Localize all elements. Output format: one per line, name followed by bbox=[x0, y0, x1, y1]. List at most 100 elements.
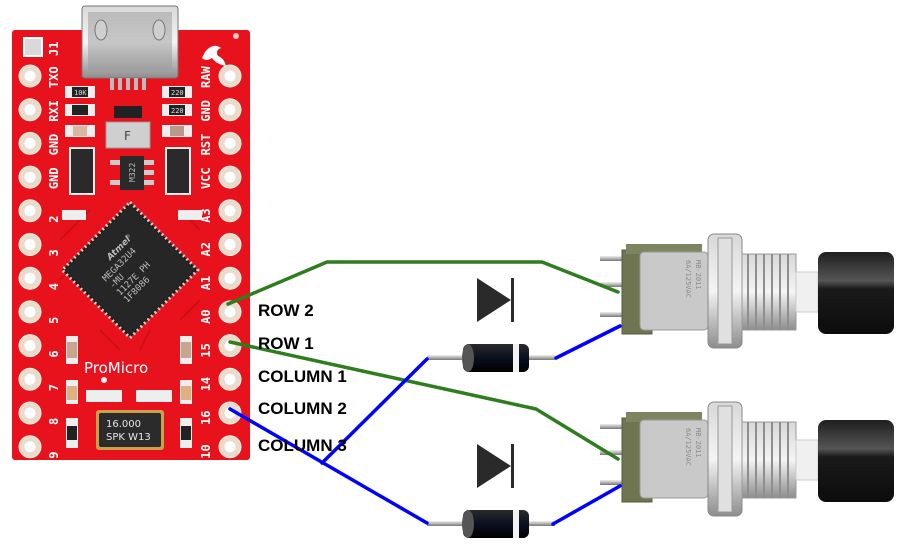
switch-washer bbox=[717, 237, 733, 345]
switch-pin bbox=[600, 256, 626, 261]
pin-label: VCC bbox=[199, 167, 213, 189]
pin-label: 10 bbox=[199, 444, 213, 458]
diode-symbol-icon bbox=[477, 444, 514, 488]
switch-pin bbox=[600, 312, 626, 317]
pin-label: 15 bbox=[199, 343, 213, 357]
inductor-label: F bbox=[124, 129, 131, 143]
switch-model: MB-2011 bbox=[694, 260, 702, 290]
pin-label: RAW bbox=[199, 66, 213, 88]
diode-body bbox=[463, 510, 529, 538]
pin-label: GND bbox=[47, 134, 61, 156]
diode-symbol-icon bbox=[477, 278, 514, 322]
pin-left-3: 3 bbox=[18, 233, 61, 257]
crystal-text-line: 16.000 bbox=[106, 419, 141, 430]
pin-label: 4 bbox=[47, 283, 61, 290]
j1-label: J1 bbox=[47, 42, 61, 56]
pin-left-rxi: RXI bbox=[18, 98, 61, 122]
switch-knob[interactable] bbox=[818, 420, 894, 502]
pin-label: A3 bbox=[199, 208, 213, 222]
resistor-label: 220 bbox=[171, 89, 184, 97]
pin-right-a0: A0 bbox=[199, 300, 242, 324]
diode-end bbox=[462, 510, 474, 538]
pin-right-a3: A3 bbox=[199, 199, 242, 223]
wire-diode-bottom-to-switch bbox=[551, 484, 622, 526]
pin-left-2: 2 bbox=[18, 199, 61, 223]
fiducial-icon bbox=[233, 33, 239, 39]
pin-label: 5 bbox=[47, 317, 61, 324]
j1-pad bbox=[23, 37, 43, 57]
crystal-text-line: SPK W13 bbox=[106, 432, 151, 443]
smd-components: 10K 220 220 F M322 bbox=[62, 86, 202, 448]
switch-housing-top bbox=[626, 244, 702, 254]
pin-label: A1 bbox=[199, 276, 213, 290]
pin-label: RXI bbox=[47, 100, 61, 122]
pin-label: 14 bbox=[199, 377, 213, 391]
diode-body bbox=[463, 344, 529, 372]
switch-pin bbox=[600, 480, 626, 485]
pin-label: 7 bbox=[47, 384, 61, 391]
wire-column-to-diode-bottom bbox=[228, 407, 429, 525]
pin-left-gnd: GND bbox=[18, 131, 61, 156]
pin-label: GND bbox=[47, 167, 61, 189]
pin-left-6: 6 bbox=[18, 334, 61, 358]
pin-left-9: 9 bbox=[18, 435, 61, 459]
wires bbox=[226, 260, 622, 526]
pin-label: 6 bbox=[47, 350, 61, 357]
wire-row1 bbox=[228, 340, 620, 461]
label-column2: COLUMN 2 bbox=[258, 399, 347, 418]
label-column3: COLUMN 3 bbox=[258, 436, 347, 455]
pin-label: 3 bbox=[47, 249, 61, 256]
left-pin-header: TXO RXI GND GND 2 3 4 5 6 7 8 9 bbox=[18, 64, 61, 459]
usb-connector bbox=[81, 5, 179, 90]
diode-end bbox=[462, 344, 474, 372]
pin-right-15: 15 bbox=[199, 334, 242, 358]
pin-right-a2: A2 bbox=[199, 233, 242, 257]
pin-right-a1: A1 bbox=[199, 266, 242, 290]
pin-labels: ROW 2 ROW 1 COLUMN 1 COLUMN 2 COLUMN 3 bbox=[258, 301, 347, 455]
switch-model: MB-2011 bbox=[694, 428, 702, 458]
switch-rating: 6A/125VAC bbox=[684, 260, 692, 298]
resistor-label: 10K bbox=[74, 89, 87, 97]
label-column1: COLUMN 1 bbox=[258, 367, 347, 386]
pin-right-gnd: GND bbox=[199, 98, 242, 122]
regulator-label: M322 bbox=[128, 163, 137, 182]
pin-label: 16 bbox=[199, 411, 213, 425]
wire-diode-top-to-switch bbox=[554, 324, 622, 360]
pin-label: A0 bbox=[199, 309, 213, 323]
resistor-label: 220 bbox=[171, 107, 184, 115]
pin-label: GND bbox=[199, 100, 213, 122]
pin-label: 8 bbox=[47, 418, 61, 425]
pin-label: A2 bbox=[199, 242, 213, 256]
sparkfun-logo-icon bbox=[202, 45, 226, 66]
switch-pin bbox=[600, 450, 626, 455]
pin-label: 2 bbox=[47, 216, 61, 223]
pro-micro-board: J1 TXO RXI GND GND 2 3 4 5 6 7 8 9 RAW GND RST VCC A3A2… bbox=[12, 5, 250, 460]
pin-left-gnd: GND bbox=[18, 165, 61, 189]
switch-knob[interactable] bbox=[818, 252, 894, 334]
pin-label: RST bbox=[199, 134, 213, 156]
switch-plunger bbox=[795, 271, 819, 313]
diode-cathode-band bbox=[513, 510, 519, 538]
pin-right-14: 14 bbox=[199, 367, 242, 391]
label-row2: ROW 2 bbox=[258, 301, 314, 320]
switch-housing-top bbox=[626, 412, 702, 422]
switch-plunger bbox=[795, 439, 819, 481]
pin-label: TXO bbox=[47, 66, 61, 88]
pin-left-txo: TXO bbox=[18, 64, 61, 88]
diode-cathode-band bbox=[513, 344, 519, 372]
pin-left-4: 4 bbox=[18, 266, 61, 290]
pin-right-10: 10 bbox=[199, 435, 242, 459]
board-brand-label: ProMicro bbox=[84, 359, 148, 377]
pin-right-vcc: VCC bbox=[199, 165, 242, 189]
pin-right-raw: RAW bbox=[199, 64, 242, 88]
switch-pin bbox=[600, 424, 626, 429]
pin-label: 9 bbox=[47, 451, 61, 458]
label-row1: ROW 1 bbox=[258, 334, 314, 353]
pin-right-rst: RST bbox=[199, 131, 242, 156]
pin-left-8: 8 bbox=[18, 401, 61, 425]
wire-column1-to-diode-top bbox=[320, 357, 429, 465]
wire-row2 bbox=[226, 260, 620, 306]
